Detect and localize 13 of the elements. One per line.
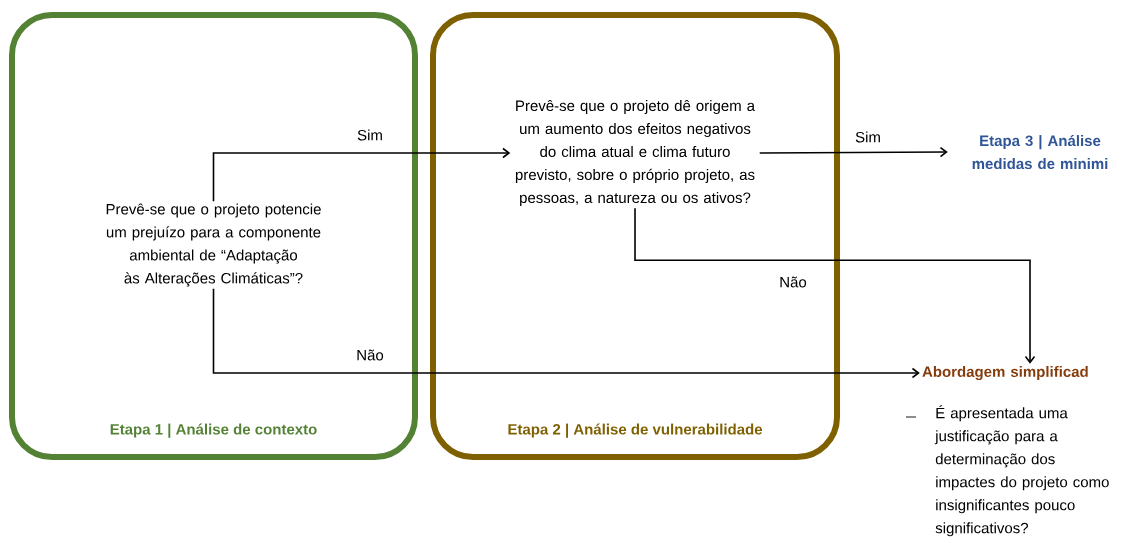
edge-label: Sim — [356, 128, 384, 142]
arrow — [212, 287, 920, 379]
bullet-text: É apresentada uma justificação para a determinação dos impactes do projeto como insignificantes pouco significativos? — [934, 405, 1109, 537]
stage-heading: Etapa 3 | Análise medidas de minimi — [972, 134, 1108, 170]
arrow — [758, 146, 948, 158]
question-text: Prevê-se que o projeto potencie um prejuízo para a componente ambiental de “Adaptação às Alterações Climáticas”? — [106, 203, 321, 287]
question-text: Prevê-se que o projeto dê origem a um aumento dos efeitos negativos do clima atual e clima futuro previsto, sobre o próprio projeto, as pessoas, a natureza ou os ativos? — [515, 100, 755, 206]
stage-heading: Abordagem simplificad — [922, 366, 1088, 381]
edge-label: Não — [778, 275, 808, 289]
arrow — [634, 207, 1036, 364]
arrow — [212, 147, 511, 203]
edge-label: Sim — [854, 130, 882, 144]
edge-label: Não — [355, 348, 385, 362]
